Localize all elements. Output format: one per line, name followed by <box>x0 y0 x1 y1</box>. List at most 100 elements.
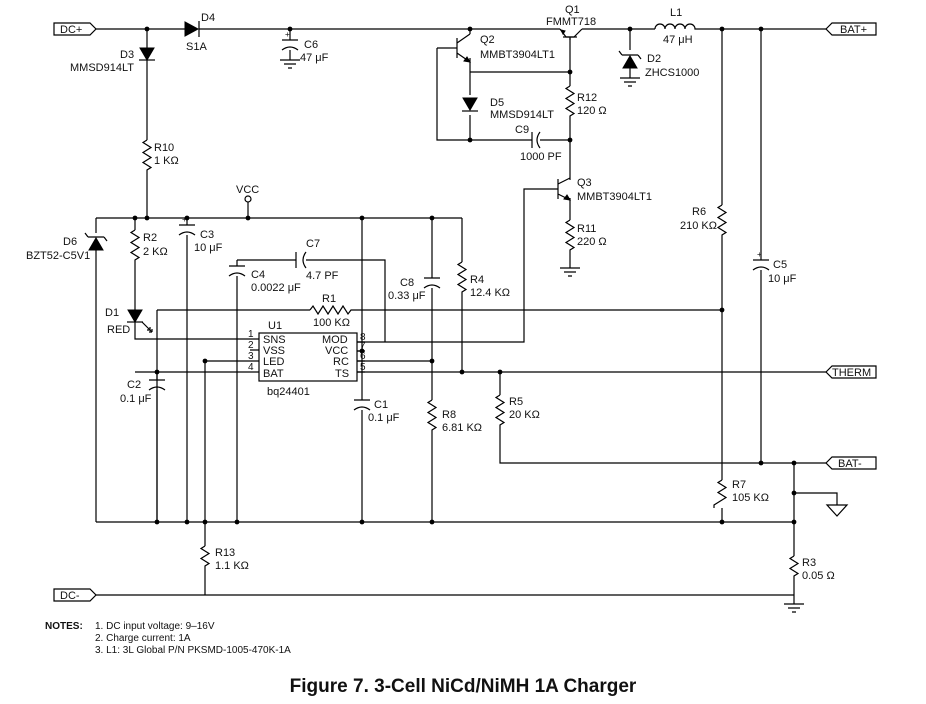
port-bat-minus: BAT- <box>825 456 877 470</box>
diode-d4: D4 S1A <box>184 12 215 53</box>
r6-ref: R6 <box>692 206 706 218</box>
resistor-r8: R8 6.81 KΩ <box>426 399 482 434</box>
svg-text:+: + <box>285 30 290 39</box>
c4-value: 0.0022 μF <box>251 282 301 294</box>
c2-value: 0.1 μF <box>120 393 152 405</box>
r11-value: 220 Ω <box>577 236 607 248</box>
resistor-r7: R7 105 KΩ <box>713 479 769 508</box>
port-dc-plus-label: DC+ <box>60 24 82 36</box>
c6-ref: C6 <box>304 39 318 51</box>
q1-part: FMMT718 <box>546 16 596 28</box>
resistor-r2: R2 2 KΩ <box>129 229 168 262</box>
r1-ref: R1 <box>322 293 336 305</box>
r10-value: 1 KΩ <box>154 155 179 167</box>
q1-ref: Q1 <box>565 4 580 16</box>
svg-text:+: + <box>182 215 187 224</box>
c9-ref: C9 <box>515 124 529 136</box>
d3-ref: D3 <box>120 49 134 61</box>
vcc-terminal: VCC <box>236 184 259 203</box>
c1-value: 0.1 μF <box>368 412 400 424</box>
diode-d5: D5 MMSD914LT <box>462 97 554 121</box>
port-bat-plus-label: BAT+ <box>840 24 867 36</box>
port-therm-label: THERM <box>832 367 871 379</box>
u1-pin-1-num: 1 <box>248 329 254 340</box>
u1-pin-7-num: 7 <box>360 341 366 352</box>
r5-value: 20 KΩ <box>509 409 540 421</box>
note-2: 2. Charge current: 1A <box>95 633 191 644</box>
d3-part: MMSD914LT <box>70 62 134 74</box>
u1-pin-5-num: 5 <box>360 362 366 373</box>
transistor-q1: Q1 FMMT718 <box>546 4 596 40</box>
port-dc-plus: DC+ <box>53 22 97 36</box>
r4-value: 12.4 KΩ <box>470 287 510 299</box>
r5-ref: R5 <box>509 396 523 408</box>
note-3: 3. L1: 3L Global P/N PKSMD-1005-470K-1A <box>95 645 291 656</box>
capacitor-c1: C1 0.1 μF <box>353 399 400 424</box>
c8-value: 0.33 μF <box>388 290 426 302</box>
c2-ref: C2 <box>127 379 141 391</box>
u1-ref: U1 <box>268 320 282 332</box>
ground-icon-d2 <box>620 77 640 87</box>
port-bat-plus: BAT+ <box>825 22 877 36</box>
u1-pin-7-name: VCC <box>325 345 348 357</box>
port-dc-minus: DC- <box>53 588 97 602</box>
ground-icon-c6 <box>280 59 300 69</box>
r7-value: 105 KΩ <box>732 492 769 504</box>
u1-pin-5-name: TS <box>335 368 349 380</box>
ground-icon-r3 <box>784 603 804 613</box>
capacitor-c8: C8 0.33 μF <box>388 277 441 302</box>
l1-ref: L1 <box>670 7 682 19</box>
chassis-ground-icon <box>825 504 849 517</box>
zener-d6: D6 BZT52-C5V1 <box>26 232 108 262</box>
resistor-r3: R3 0.05 Ω <box>788 555 835 584</box>
d4-part: S1A <box>186 41 207 53</box>
inductor-l1: L1 47 μH <box>654 7 700 46</box>
junctions <box>132 26 797 525</box>
r2-value: 2 KΩ <box>143 246 168 258</box>
port-dc-minus-label: DC- <box>60 590 80 602</box>
resistor-r10: R10 1 KΩ <box>141 139 179 172</box>
u1-part: bq24401 <box>267 386 310 398</box>
resistor-r13: R13 1.1 KΩ <box>199 545 249 572</box>
d6-part: BZT52-C5V1 <box>26 250 90 262</box>
wires <box>95 28 838 604</box>
resistor-r4: R4 12.4 KΩ <box>456 261 510 299</box>
c5-ref: C5 <box>773 259 787 271</box>
u1-pin-6-name: RC <box>333 356 349 368</box>
u1-pin-3-name: LED <box>263 356 284 368</box>
d4-ref: D4 <box>201 12 215 24</box>
u1-pin-8-num: 8 <box>360 332 366 343</box>
q2-part: MMBT3904LT1 <box>480 49 555 61</box>
resistor-r12: R12 120 Ω <box>564 85 607 118</box>
r3-ref: R3 <box>802 557 816 569</box>
c1-ref: C1 <box>374 399 388 411</box>
r3-value: 0.05 Ω <box>802 570 835 582</box>
transistor-q3: Q3 MMBT3904LT1 <box>557 177 652 203</box>
ic-u1: U1 bq24401 1 2 3 4 SNS VSS LED BAT 8 7 6… <box>248 320 366 398</box>
q3-ref: Q3 <box>577 177 592 189</box>
c5-value: 10 μF <box>768 273 797 285</box>
c6-value: 47 μF <box>300 52 329 64</box>
r11-ref: R11 <box>577 223 596 235</box>
capacitor-c3: + C3 10 μF <box>178 215 223 254</box>
r4-ref: R4 <box>470 274 484 286</box>
u1-pin-4-num: 4 <box>248 362 254 373</box>
capacitor-c7: C7 4.7 PF <box>295 238 339 282</box>
c7-value: 4.7 PF <box>306 270 339 282</box>
d5-part: MMSD914LT <box>490 109 554 121</box>
figure-caption: Figure 7. 3-Cell NiCd/NiMH 1A Charger <box>290 676 637 697</box>
capacitor-c4: C4 0.0022 μF <box>228 265 301 294</box>
capacitor-c2: C2 0.1 μF <box>120 379 166 405</box>
resistor-r11: R11 220 Ω <box>564 219 607 252</box>
r12-value: 120 Ω <box>577 105 607 117</box>
l1-value: 47 μH <box>663 34 693 46</box>
r12-ref: R12 <box>577 92 597 104</box>
ground-icon-r11 <box>560 267 580 277</box>
u1-pin-2-num: 2 <box>248 340 254 351</box>
d2-part: ZHCS1000 <box>645 67 699 79</box>
led-d1: D1 RED <box>105 307 153 336</box>
c9-value: 1000 PF <box>520 151 562 163</box>
transistor-q2: Q2 MMBT3904LT1 <box>450 33 555 63</box>
u1-pin-2-name: VSS <box>263 345 285 357</box>
c3-value: 10 μF <box>194 242 223 254</box>
